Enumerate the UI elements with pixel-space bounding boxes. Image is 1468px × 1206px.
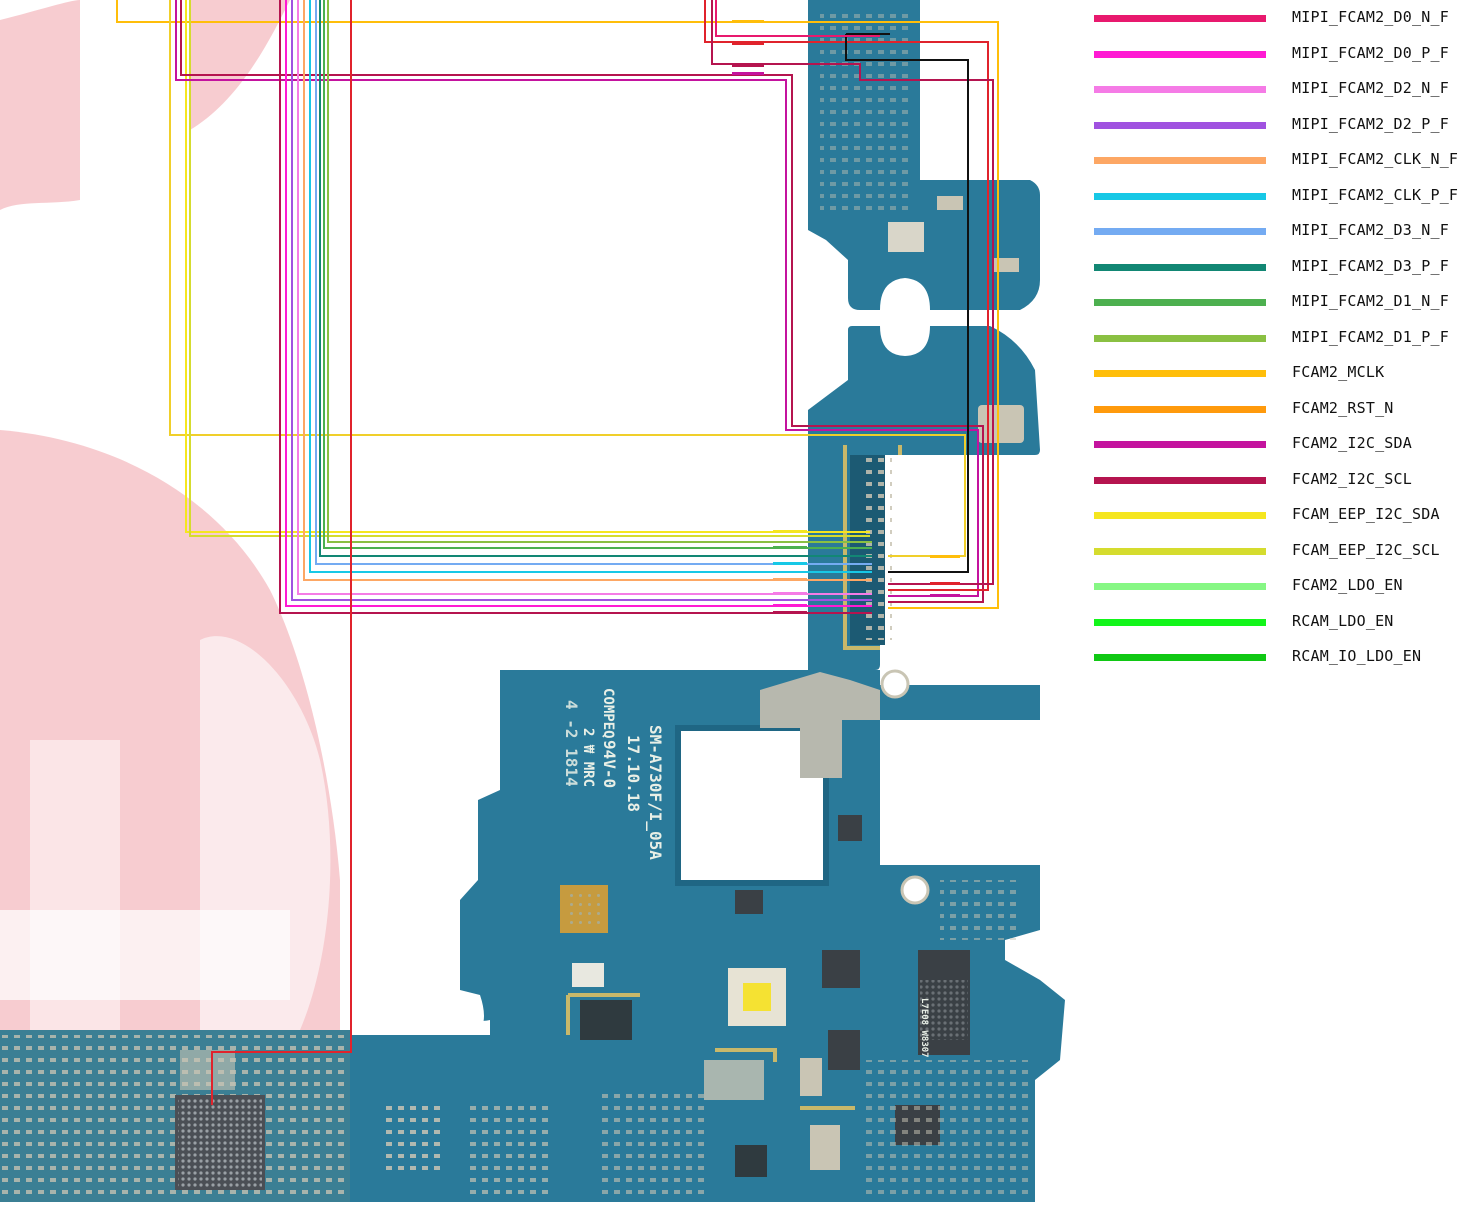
- legend-item: MIPI_FCAM2_D2_P_F: [1094, 113, 1468, 149]
- signal-legend: MIPI_FCAM2_D0_N_F MIPI_FCAM2_D0_P_F MIPI_F…: [1094, 6, 1468, 681]
- board-lot-text: 2 ₩ MRC: [580, 728, 596, 787]
- legend-item: FCAM2_I2C_SDA: [1094, 432, 1468, 468]
- legend-label: MIPI_FCAM2_D0_P_F: [1292, 43, 1449, 62]
- legend-label: MIPI_FCAM2_D1_P_F: [1292, 327, 1449, 346]
- legend-item: MIPI_FCAM2_D1_P_F: [1094, 326, 1468, 362]
- pcb-upper-strip: [808, 0, 1040, 670]
- legend-item: MIPI_FCAM2_D0_P_F: [1094, 42, 1468, 78]
- legend-item: MIPI_FCAM2_D0_N_F: [1094, 6, 1468, 42]
- legend-swatch: [1094, 370, 1266, 377]
- legend-label: FCAM2_LDO_EN: [1292, 576, 1403, 594]
- legend-item: FCAM_EEP_I2C_SDA: [1094, 503, 1468, 539]
- legend-swatch: [1094, 263, 1266, 271]
- legend-swatch: [1094, 583, 1266, 590]
- legend-label: FCAM2_MCLK: [1292, 363, 1385, 381]
- legend-item: RCAM_LDO_EN: [1094, 610, 1468, 646]
- chip-marking-text: L7E08 W8307: [919, 998, 929, 1058]
- legend-swatch: [1094, 15, 1266, 22]
- legend-item: MIPI_FCAM2_D1_N_F: [1094, 290, 1468, 326]
- legend-label: FCAM_EEP_I2C_SDA: [1292, 505, 1440, 523]
- legend-swatch: [1094, 441, 1266, 448]
- legend-swatch: [1094, 121, 1266, 129]
- legend-label: FCAM_EEP_I2C_SCL: [1292, 540, 1440, 559]
- board-code-text: 4 -2 1814: [562, 700, 581, 787]
- legend-label: RCAM_IO_LDO_EN: [1292, 647, 1422, 665]
- legend-swatch: [1094, 86, 1266, 93]
- legend-item: MIPI_FCAM2_D2_N_F: [1094, 77, 1468, 113]
- legend-label: MIPI_FCAM2_D3_N_F: [1292, 221, 1449, 239]
- legend-item: FCAM2_LDO_EN: [1094, 574, 1468, 610]
- legend-swatch: [1094, 618, 1266, 626]
- legend-swatch: [1094, 405, 1266, 413]
- legend-swatch: [1094, 50, 1266, 58]
- legend-label: MIPI_FCAM2_CLK_P_F: [1292, 185, 1459, 204]
- net-label-ticks: [732, 20, 960, 614]
- legend-swatch: [1094, 228, 1266, 235]
- legend-item: MIPI_FCAM2_D3_N_F: [1094, 219, 1468, 255]
- legend-swatch: [1094, 157, 1266, 164]
- legend-label: MIPI_FCAM2_D2_P_F: [1292, 114, 1449, 133]
- legend-label: MIPI_FCAM2_D3_P_F: [1292, 256, 1449, 275]
- legend-label: MIPI_FCAM2_D2_N_F: [1292, 79, 1449, 97]
- legend-label: RCAM_LDO_EN: [1292, 611, 1394, 630]
- board-date-text: 17.10.18: [624, 735, 643, 812]
- legend-item: MIPI_FCAM2_CLK_N_F: [1094, 148, 1468, 184]
- pcb-main-board: SM-A730F/I_05A 17.10.18 94V-0 COMPEQ 2 ₩…: [0, 669, 1065, 1202]
- legend-item: FCAM2_MCLK: [1094, 361, 1468, 397]
- board-model-text: SM-A730F/I_05A: [646, 725, 665, 860]
- legend-label: MIPI_FCAM2_D0_N_F: [1292, 8, 1449, 26]
- legend-swatch: [1094, 299, 1266, 306]
- legend-swatch: [1094, 547, 1266, 555]
- legend-swatch: [1094, 512, 1266, 519]
- legend-label: FCAM2_I2C_SDA: [1292, 434, 1412, 452]
- legend-item: FCAM2_RST_N: [1094, 397, 1468, 433]
- legend-item: FCAM2_I2C_SCL: [1094, 468, 1468, 504]
- legend-swatch: [1094, 654, 1266, 661]
- legend-label: MIPI_FCAM2_CLK_N_F: [1292, 150, 1459, 168]
- board-rating-text: 94V-0: [600, 740, 619, 788]
- legend-item: MIPI_FCAM2_CLK_P_F: [1094, 184, 1468, 220]
- legend-item: RCAM_IO_LDO_EN: [1094, 645, 1468, 681]
- legend-label: FCAM2_I2C_SCL: [1292, 469, 1412, 488]
- legend-label: FCAM2_RST_N: [1292, 398, 1394, 417]
- board-maker-text: COMPEQ: [600, 688, 616, 739]
- legend-swatch: [1094, 334, 1266, 342]
- legend-item: MIPI_FCAM2_D3_P_F: [1094, 255, 1468, 291]
- watermark-logo: [0, 0, 340, 1030]
- legend-swatch: [1094, 192, 1266, 200]
- legend-swatch: [1094, 476, 1266, 484]
- legend-item: FCAM_EEP_I2C_SCL: [1094, 539, 1468, 575]
- legend-label: MIPI_FCAM2_D1_N_F: [1292, 292, 1449, 310]
